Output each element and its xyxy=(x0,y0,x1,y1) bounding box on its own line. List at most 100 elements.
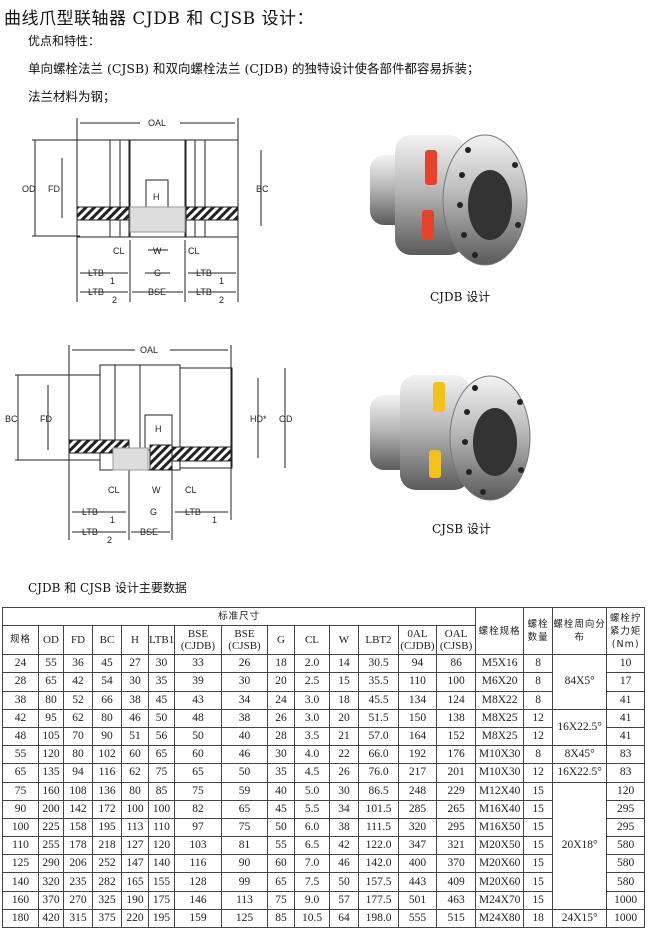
table-cell: 27 xyxy=(121,654,149,674)
table-cell: 320 xyxy=(398,817,437,838)
table-cell: 75 xyxy=(267,890,295,910)
table-cell: 28 xyxy=(2,672,39,692)
label-ltb: LTB xyxy=(82,507,98,517)
table-cell: 120 xyxy=(148,836,175,856)
table-cell: 201 xyxy=(435,763,477,783)
table-cell: 103 xyxy=(174,836,222,856)
table-cell: 110 xyxy=(2,836,39,856)
table-cell: 94 xyxy=(63,763,93,783)
table-cell: 30.5 xyxy=(358,654,399,674)
table-cell: 8 xyxy=(523,672,554,692)
table-cell: 80 xyxy=(63,745,93,765)
table-cell: 320 xyxy=(38,872,64,892)
label-w: W xyxy=(153,246,162,256)
table-cell: 45 xyxy=(148,690,175,710)
table-cell: 8 xyxy=(523,690,554,710)
table-cell: 270 xyxy=(63,890,93,910)
table-cell: 50 xyxy=(221,763,268,783)
table-cell: 55 xyxy=(2,745,39,765)
column-header: 螺栓数量 xyxy=(523,606,554,656)
table-cell: 147 xyxy=(121,854,149,874)
table-cell: 125 xyxy=(2,854,39,874)
column-header: LTB1 xyxy=(148,625,175,656)
label-bse: BSE xyxy=(148,287,166,297)
table-cell: 18 xyxy=(267,654,295,674)
table-cell: 135 xyxy=(38,763,64,783)
table-cell: 295 xyxy=(606,799,646,819)
table-cell: 55 xyxy=(38,654,64,674)
table-cell: 295 xyxy=(606,817,646,838)
table-cell: 10.5 xyxy=(294,908,330,928)
table-cell: 128 xyxy=(174,872,222,892)
label-ltb: LTB xyxy=(88,268,104,278)
table-cell: 50 xyxy=(174,726,222,747)
table-cell: 158 xyxy=(63,817,93,838)
label-oal: OAL xyxy=(148,118,166,128)
table-cell: 15 xyxy=(523,872,554,892)
table-cell: 515 xyxy=(435,908,477,928)
table-cell: 5.5 xyxy=(294,799,330,819)
table-cell: 35.5 xyxy=(358,672,399,692)
table-cell: 285 xyxy=(398,799,437,819)
label-sub: 1 xyxy=(212,515,217,525)
label-ltb: LTB xyxy=(196,287,212,297)
table-cell: 50 xyxy=(148,708,175,728)
table-cell: 30 xyxy=(329,781,359,801)
table-cell: 443 xyxy=(398,872,437,892)
table-cell: M20X60 xyxy=(475,872,525,892)
table-cell: 347 xyxy=(398,836,437,856)
table-cell: 6.5 xyxy=(294,836,330,856)
table-cell: 176 xyxy=(435,745,477,765)
label-g: G xyxy=(150,507,157,517)
table-cell: 136 xyxy=(92,781,122,801)
table-cell: 66 xyxy=(92,690,122,710)
table-cell: 580 xyxy=(606,836,646,856)
table-cell: 36 xyxy=(63,654,93,674)
group-header: 标准尺寸 xyxy=(1,606,477,627)
column-header: 规格 xyxy=(2,625,39,656)
table-cell: 102 xyxy=(92,745,122,765)
table-cell: 34 xyxy=(329,799,359,819)
cjsb-dimension-drawing: OAL BC FD HD* OD H CL W CL LTB 1 G LTB 1… xyxy=(5,345,293,545)
page-title: 曲线爪型联轴器 CJDB 和 CJSB 设计： xyxy=(4,9,315,29)
table-cell: 463 xyxy=(435,890,477,910)
table-cell: 255 xyxy=(38,836,64,856)
table-cell: 160 xyxy=(38,781,64,801)
table-cell: 60 xyxy=(174,745,222,765)
label-sub: 2 xyxy=(219,295,224,305)
table-cell: 65 xyxy=(174,763,222,783)
table-cell: 140 xyxy=(2,872,39,892)
column-header: BSE (CJSB) xyxy=(221,625,268,656)
column-header: BSE (CJDB) xyxy=(174,625,222,656)
table-cell: 321 xyxy=(435,836,477,856)
column-header: CL xyxy=(294,625,330,656)
table-cell: 2.5 xyxy=(294,672,330,692)
table-cell: 501 xyxy=(398,890,437,910)
table-cell: 116 xyxy=(92,763,122,783)
table-cell: 85 xyxy=(267,908,295,928)
table-cell: 142 xyxy=(63,799,93,819)
table-cell: 8 xyxy=(523,654,554,674)
table-cell: 18 xyxy=(523,908,554,928)
table-cell: 152 xyxy=(435,726,477,747)
table-cell: 159 xyxy=(174,908,222,928)
table-cell: 28 xyxy=(267,726,295,747)
table-cell: 30 xyxy=(221,672,268,692)
table-cell: 580 xyxy=(606,872,646,892)
table-cell: 15 xyxy=(523,781,554,801)
table-cell: 12 xyxy=(523,763,554,783)
column-header: H xyxy=(121,625,149,656)
table-cell: 138 xyxy=(435,708,477,728)
table-cell: 218 xyxy=(92,836,122,856)
table-cell: M12X40 xyxy=(475,781,525,801)
table-cell: 52 xyxy=(63,690,93,710)
label-sub: 2 xyxy=(107,535,112,545)
table-cell: 252 xyxy=(92,854,122,874)
table-cell: 400 xyxy=(398,854,437,874)
